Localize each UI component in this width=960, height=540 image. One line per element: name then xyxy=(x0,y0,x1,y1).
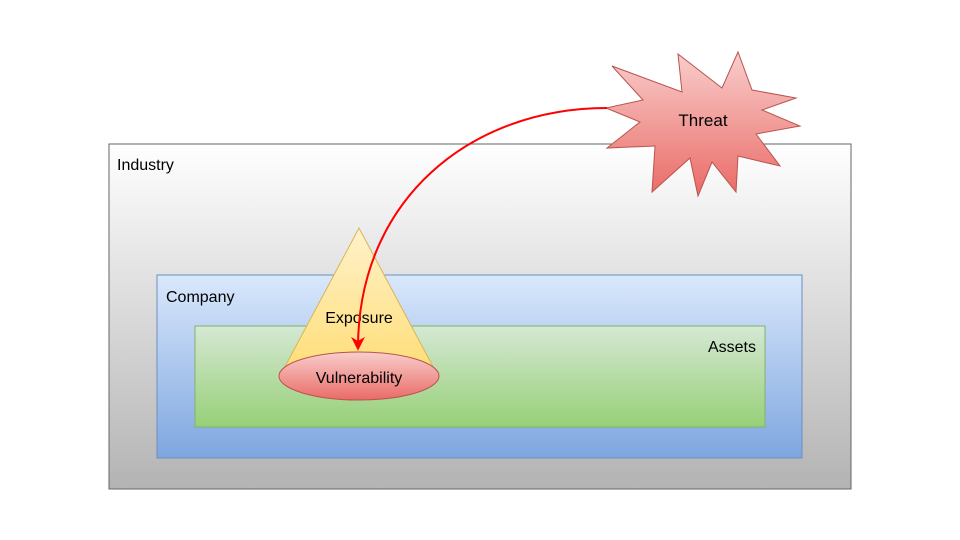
vulnerability-shape xyxy=(278,351,440,401)
vulnerability-label: Vulnerability xyxy=(316,370,403,387)
attack-arrow[interactable] xyxy=(351,107,608,351)
threat-label: Threat xyxy=(678,111,727,130)
threat-burst[interactable]: Threat xyxy=(604,50,802,198)
vulnerability-ellipse[interactable]: Vulnerability xyxy=(278,351,440,401)
industry-label: Industry xyxy=(117,157,174,174)
company-label: Company xyxy=(166,289,234,306)
assets-label: Assets xyxy=(708,339,756,356)
threat-shape xyxy=(604,50,802,198)
